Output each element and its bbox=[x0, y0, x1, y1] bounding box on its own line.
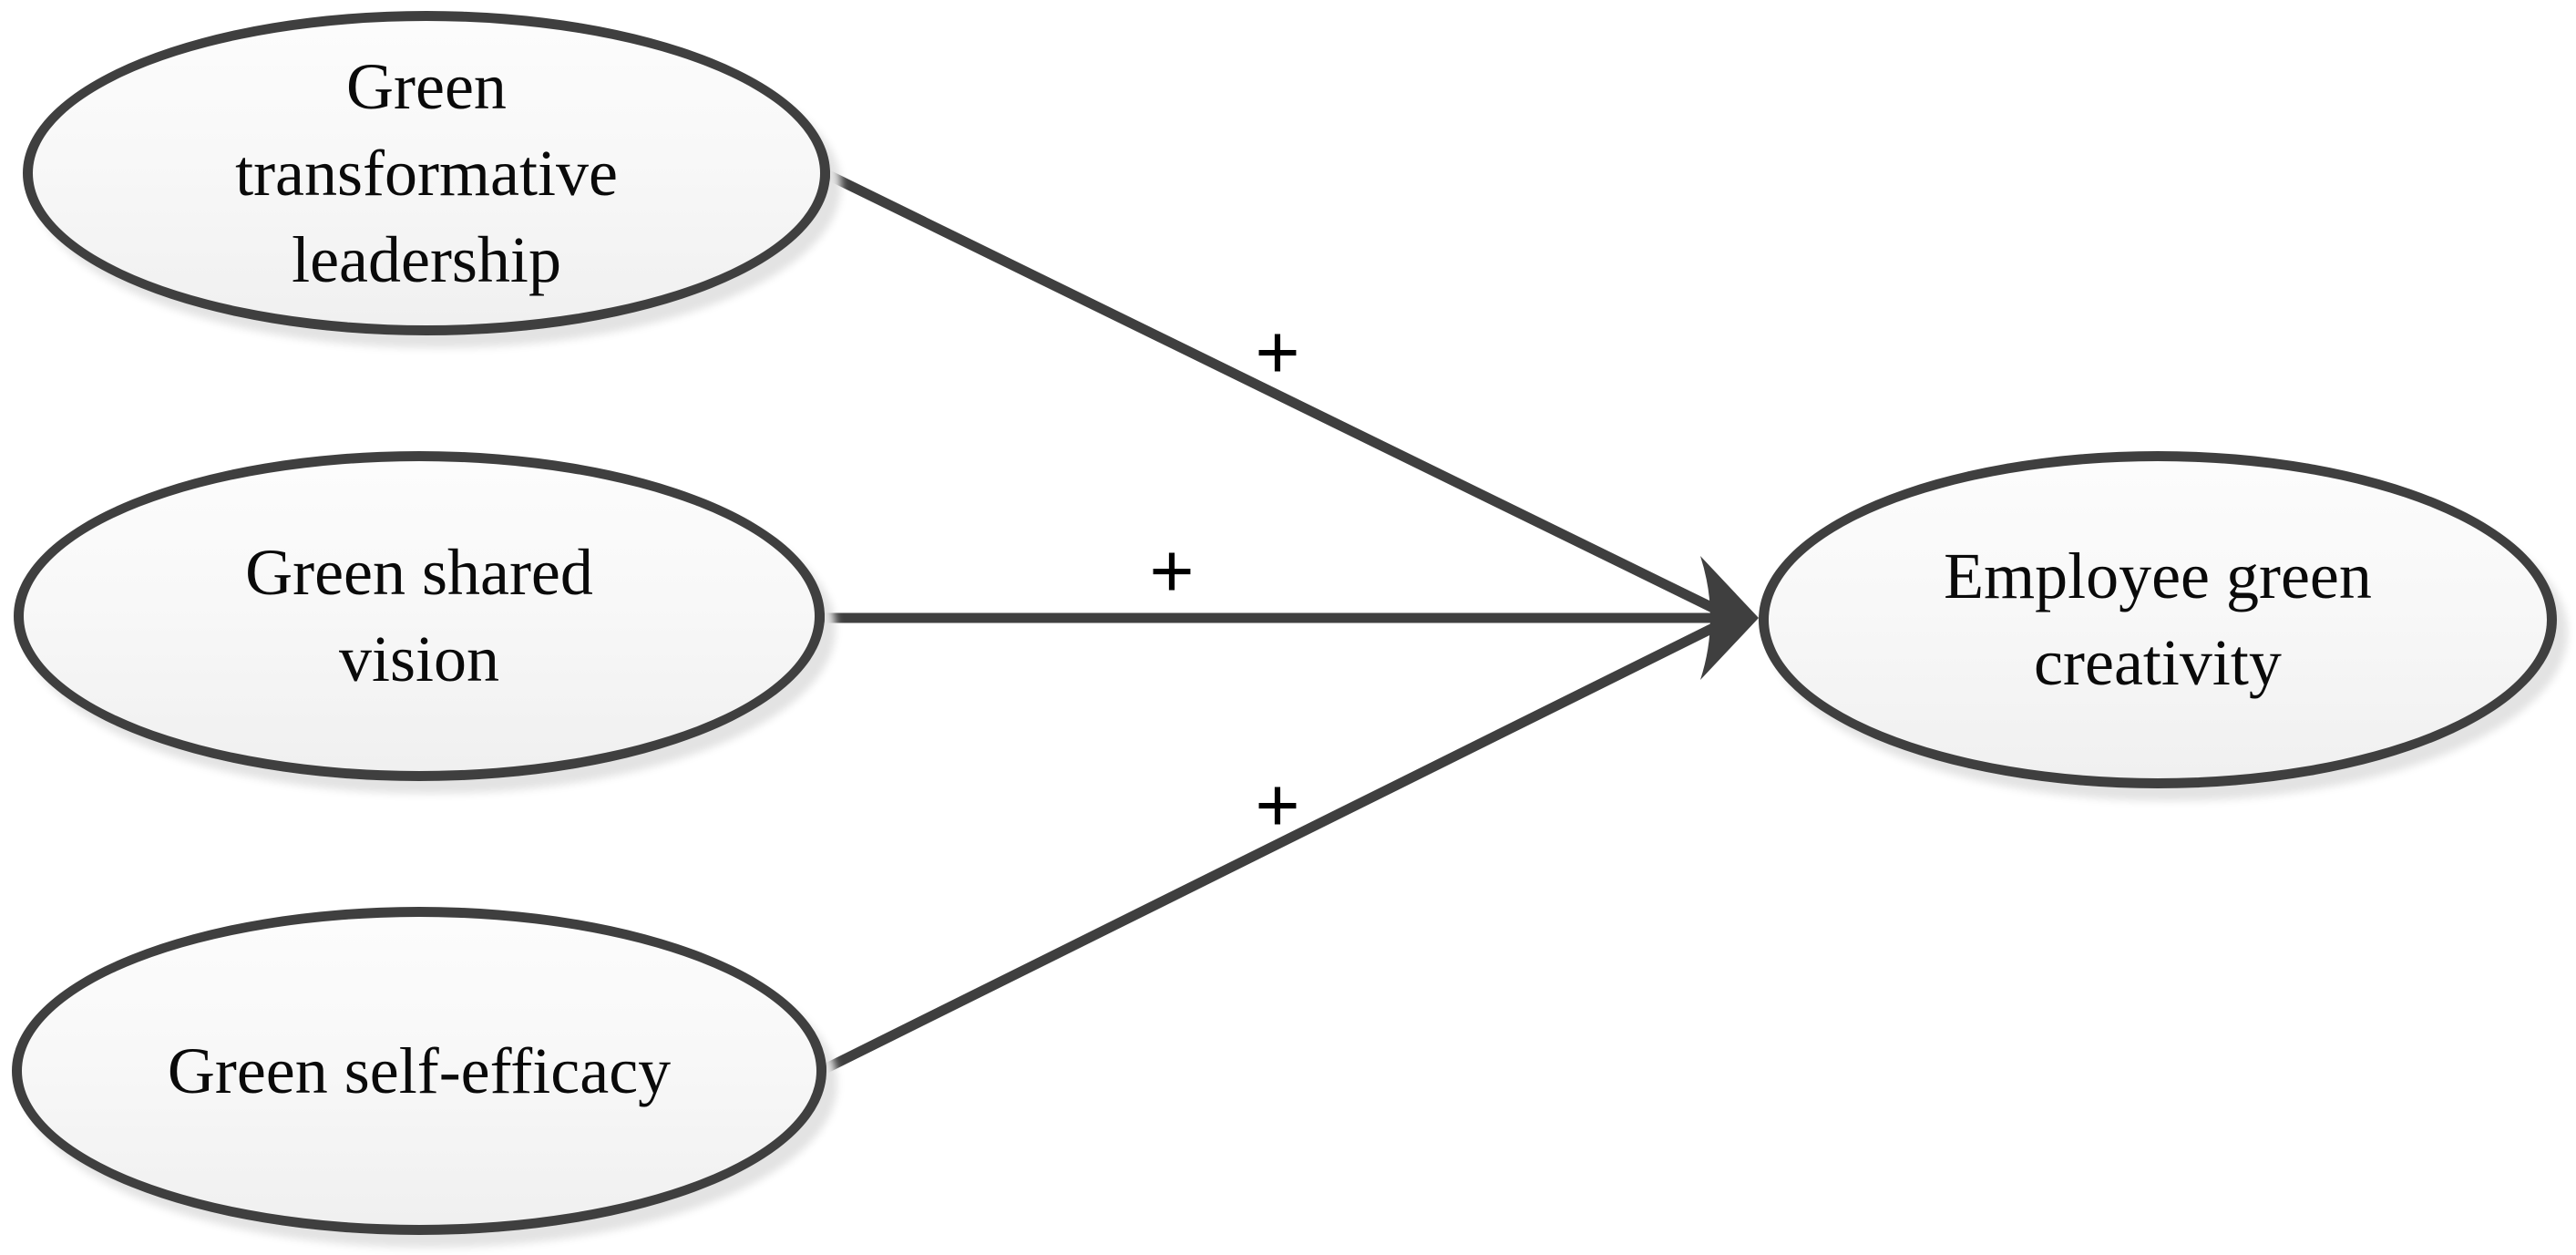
edge-sign-plus-top: + bbox=[1254, 309, 1301, 397]
node-label: Employee green creativity bbox=[1944, 540, 2372, 699]
arrow-self-efficacy-to-creativity bbox=[822, 621, 1721, 1074]
edge-sign-plus-middle: + bbox=[1148, 528, 1196, 616]
arrowhead-icon bbox=[1700, 556, 1759, 680]
arrow-transformative-leadership-to-creativity bbox=[822, 169, 1721, 615]
node-label: Green shared vision bbox=[245, 536, 593, 695]
edge-sign-plus-bottom: + bbox=[1254, 762, 1301, 850]
node-label: Green transformative leadership bbox=[235, 49, 618, 296]
node-green-shared-vision: Green shared vision bbox=[14, 451, 825, 781]
node-employee-green-creativity: Employee green creativity bbox=[1759, 451, 2557, 788]
node-green-self-efficacy: Green self-efficacy bbox=[12, 907, 826, 1235]
node-label: Green self-efficacy bbox=[167, 1034, 672, 1107]
node-green-transformative-leadership: Green transformative leadership bbox=[23, 11, 830, 335]
